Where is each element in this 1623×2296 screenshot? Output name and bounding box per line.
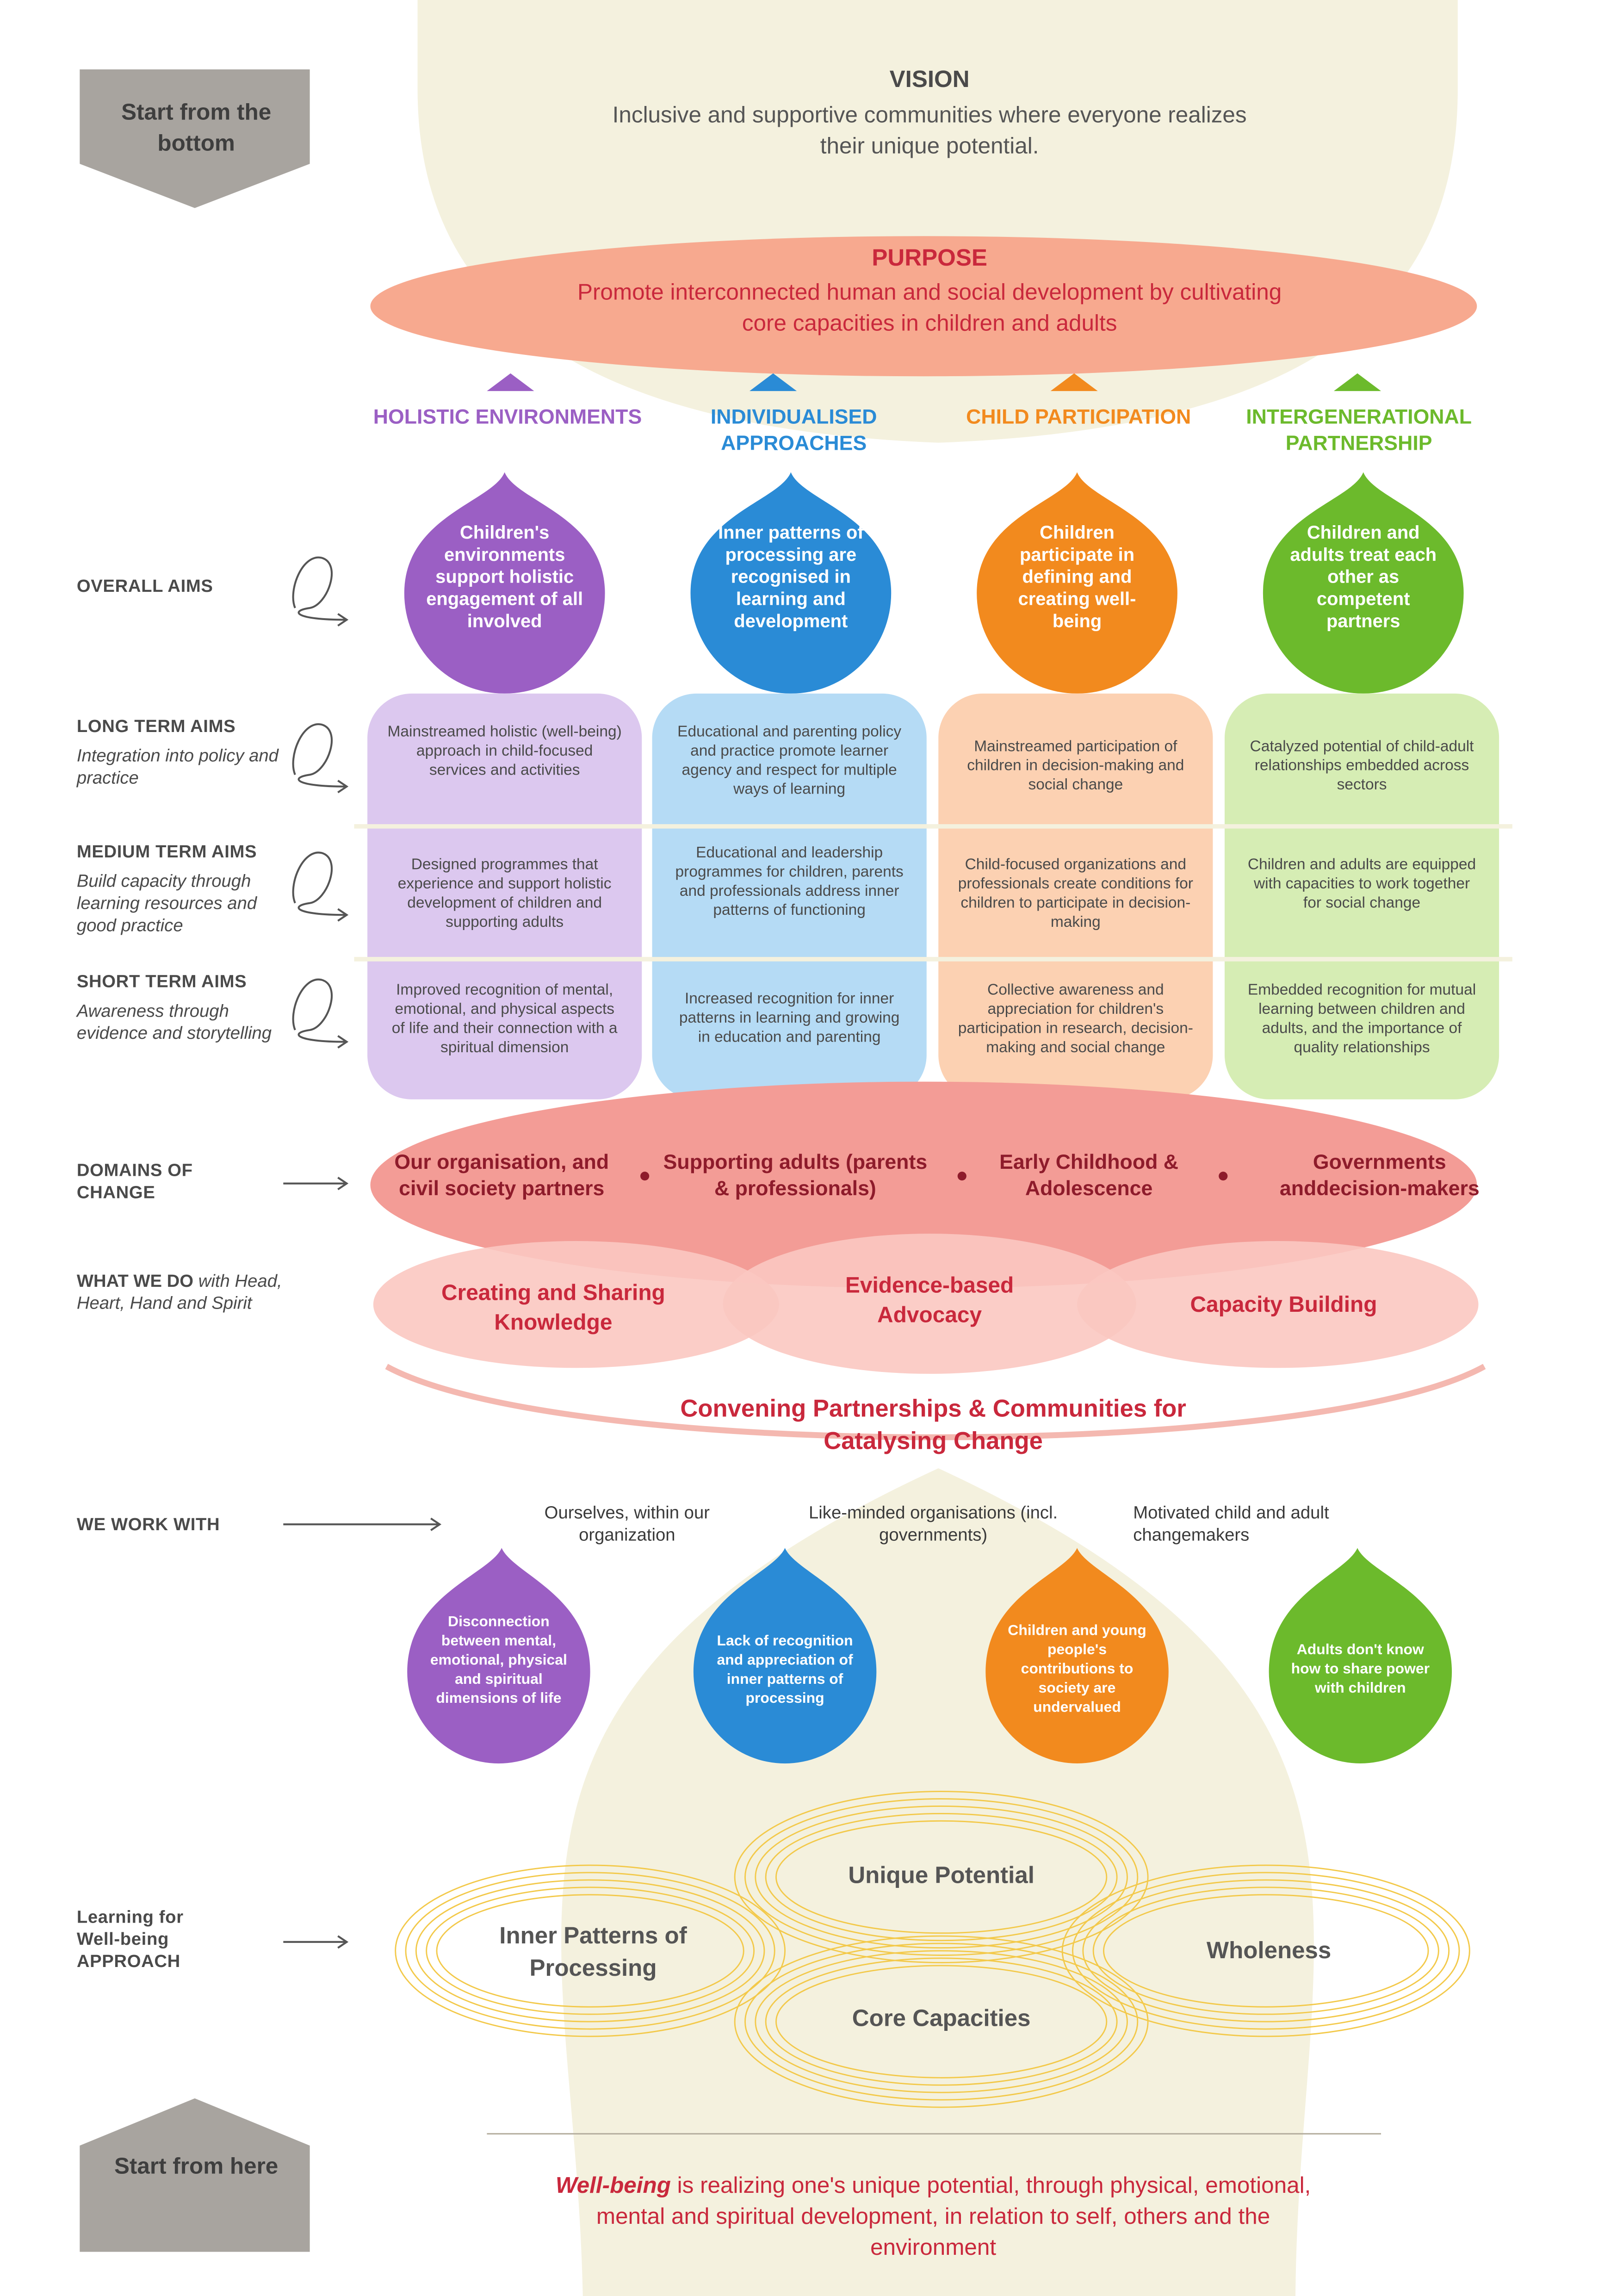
challenge-participation: Children and young people's contribution…: [1008, 1623, 1146, 1716]
row-label-lfw: Learning for Well-being APPROACH: [76, 1906, 184, 1972]
wwd-knowledge: Creating and Sharing Knowledge: [441, 1281, 665, 1336]
wellbeing-text: is realizing one's unique potential, thr…: [596, 2173, 1311, 2261]
row-sub-short: Awareness through evidence and storytell…: [76, 1000, 272, 1043]
challenge-drops: [407, 1548, 1452, 1764]
row-label-long: LONG TERM AIMS: [76, 715, 236, 737]
medium-aim-holistic: Designed programmes that experience and …: [397, 856, 612, 931]
challenge-holistic: Disconnection between mental, emotional,…: [430, 1614, 567, 1707]
what-we-do-bold: WHAT WE DO: [76, 1270, 194, 1291]
medium-aim-individualised: Educational and leadership programmes fo…: [675, 844, 904, 919]
pillar-arrows: [487, 373, 1381, 391]
start-bottom-label: Start from here: [114, 2154, 279, 2180]
column-individualised: [652, 693, 927, 1099]
medium-aim-participation: Child-focused organizations and professi…: [958, 856, 1193, 931]
purpose-title: PURPOSE: [872, 246, 987, 272]
lfw-rings: [395, 1791, 1470, 2108]
row-arrows: [283, 556, 442, 1949]
challenge-intergenerational: Adults don't know how to share power wit…: [1291, 1642, 1430, 1697]
wwd-advocacy: Evidence-based Advocacy: [845, 1273, 1014, 1328]
column-intergenerational: [1224, 693, 1499, 1099]
overall-aims-drops: [404, 472, 1464, 694]
row-label-work-with: WE WORK WITH: [76, 1514, 220, 1535]
short-aim-individualised: Increased recognition for inner patterns…: [679, 990, 900, 1047]
lfw-core-capacities: Core Capacities: [852, 2007, 1031, 2032]
column-participation: [938, 693, 1213, 1099]
pillar-title-holistic: HOLISTIC ENVIRONMENTS: [373, 404, 642, 428]
short-aim-participation: Collective awareness and appreciation fo…: [958, 981, 1193, 1057]
row-dividers: [354, 824, 1512, 962]
start-badge-bottom: [80, 2098, 310, 2252]
row-sub-long: Integration into policy and practice: [76, 745, 279, 788]
wwd-capacity: Capacity Building: [1190, 1292, 1377, 1318]
overall-aim-participation: Children participate in defining and cre…: [1018, 522, 1136, 632]
wwd-ellipse-advocacy: [723, 1234, 1136, 1374]
short-aim-holistic: Improved recognition of mental, emotiona…: [391, 981, 618, 1057]
pillar-title-individualised: INDIVIDUALISED APPROACHES: [710, 404, 877, 455]
what-we-do-with: with: [198, 1270, 230, 1291]
long-aim-intergenerational: Catalyzed potential of child-adult relat…: [1250, 738, 1474, 794]
long-aim-participation: Mainstreamed participation of children i…: [967, 738, 1184, 794]
wellbeing-term: Well-being: [555, 2173, 671, 2199]
vision-text: Inclusive and supportive communities whe…: [612, 103, 1247, 160]
domain-governments: Governments anddecision-makers: [1279, 1149, 1480, 1200]
row-label-what-we-do: WHAT WE DO with Head, Heart, Hand and Sp…: [77, 1271, 298, 1315]
pillar-title-participation: CHILD PARTICIPATION: [966, 404, 1191, 428]
row-label-medium: MEDIUM TERM AIMS: [76, 841, 257, 862]
medium-aim-intergenerational: Children and adults are equipped with ca…: [1247, 856, 1476, 912]
wwd-ellipse-knowledge: [373, 1241, 779, 1368]
convening-text: Convening Partnerships & Communities for…: [680, 1396, 1186, 1455]
what-we-do-sub: Head, Heart, Hand and Spirit: [76, 1270, 282, 1314]
domain-organisation: Our organisation, and civil society part…: [394, 1149, 609, 1200]
overall-aim-intergenerational: Children and adults treat each other as …: [1290, 522, 1437, 632]
purpose-ellipse: [370, 236, 1477, 377]
start-top-label: Start from the bottom: [121, 100, 272, 157]
column-holistic: [367, 693, 642, 1099]
challenge-individualised: Lack of recognition and appreciation of …: [717, 1633, 853, 1707]
start-badge-top: [80, 69, 310, 208]
wwd-ellipse-capacity: [1077, 1241, 1479, 1368]
domain-dot: [957, 1172, 966, 1181]
short-aim-intergenerational: Embedded recognition for mutual learning…: [1247, 981, 1476, 1057]
row-label-overall: OVERALL AIMS: [76, 575, 213, 596]
lfw-wholeness: Wholeness: [1206, 1939, 1332, 1964]
domain-early-childhood: Early Childhood & Adolescence: [999, 1149, 1179, 1200]
pillar-title-intergenerational: INTERGENERATIONAL PARTNERSHIP: [1246, 404, 1472, 455]
row-sub-medium: Build capacity through learning resource…: [76, 870, 257, 936]
domain-dot: [1219, 1172, 1228, 1181]
long-aim-holistic: Mainstreamed holistic (well-being) appro…: [387, 723, 622, 779]
overall-aim-individualised: Inner patterns of processing are recogni…: [718, 522, 864, 632]
work-with-changemakers: Motivated child and adult changemakers: [1133, 1502, 1329, 1545]
domain-supporting-adults: Supporting adults (parents & professiona…: [663, 1149, 928, 1200]
wellbeing-definition: Well-being is realizing one's unique pot…: [531, 2171, 1335, 2264]
row-label-short: SHORT TERM AIMS: [76, 971, 247, 992]
long-aim-individualised: Educational and parenting policy and pra…: [677, 723, 902, 799]
domain-dot: [640, 1172, 650, 1181]
lfw-inner-patterns: Inner Patterns of Processing: [499, 1924, 687, 1982]
vision-title: VISION: [889, 68, 970, 93]
row-label-domains: DOMAINS OF CHANGE: [76, 1160, 193, 1203]
lfw-unique-potential: Unique Potential: [848, 1863, 1035, 1889]
work-with-ourselves: Ourselves, within our organization: [544, 1502, 710, 1545]
purpose-text: Promote interconnected human and social …: [577, 280, 1282, 337]
overall-aim-holistic: Children's environments support holistic…: [426, 522, 583, 632]
work-with-organisations: Like-minded organisations (incl. governm…: [809, 1502, 1058, 1545]
